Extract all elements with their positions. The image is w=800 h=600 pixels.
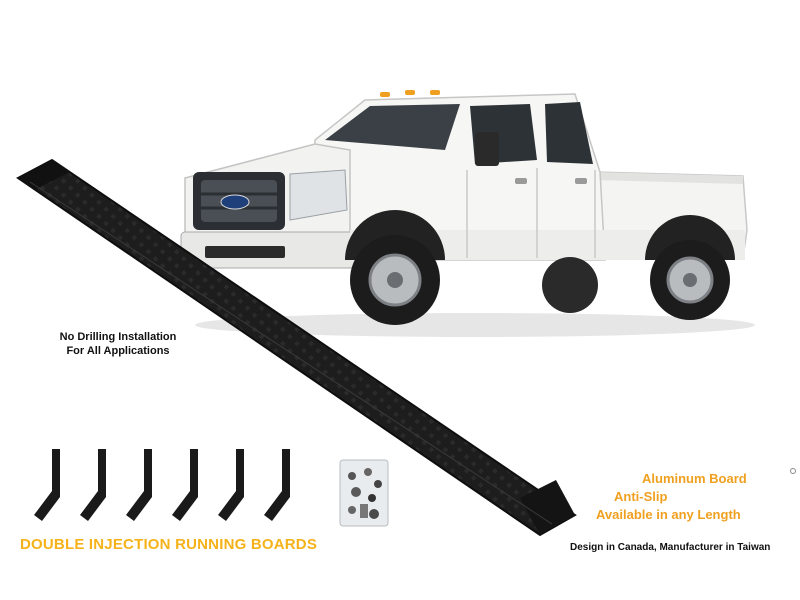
feature-list: Aluminum Board Anti-Slip Available in an…: [580, 470, 770, 524]
mounting-brackets: [34, 449, 290, 521]
installation-note-line2: For All Applications: [66, 345, 170, 357]
bracket: [172, 449, 198, 521]
hardware-kit-bag: [339, 459, 389, 527]
installation-note-line1: No Drilling Installation: [59, 331, 177, 343]
decorative-dot: [790, 468, 796, 474]
bracket: [264, 449, 290, 521]
product-headline: DOUBLE INJECTION RUNNING BOARDS: [20, 536, 318, 553]
origin-note: Design in Canada, Manufacturer in Taiwan: [570, 542, 771, 553]
installation-note: No Drilling Installation For All Applica…: [38, 330, 198, 358]
feature-length: Available in any Length: [596, 507, 741, 522]
pickup-truck-photo: [180, 90, 755, 337]
feature-aluminum: Aluminum Board: [642, 471, 747, 486]
feature-anti-slip: Anti-Slip: [614, 489, 668, 504]
bracket: [80, 449, 106, 521]
bracket: [126, 449, 152, 521]
bracket: [34, 449, 60, 521]
bracket: [218, 449, 244, 521]
